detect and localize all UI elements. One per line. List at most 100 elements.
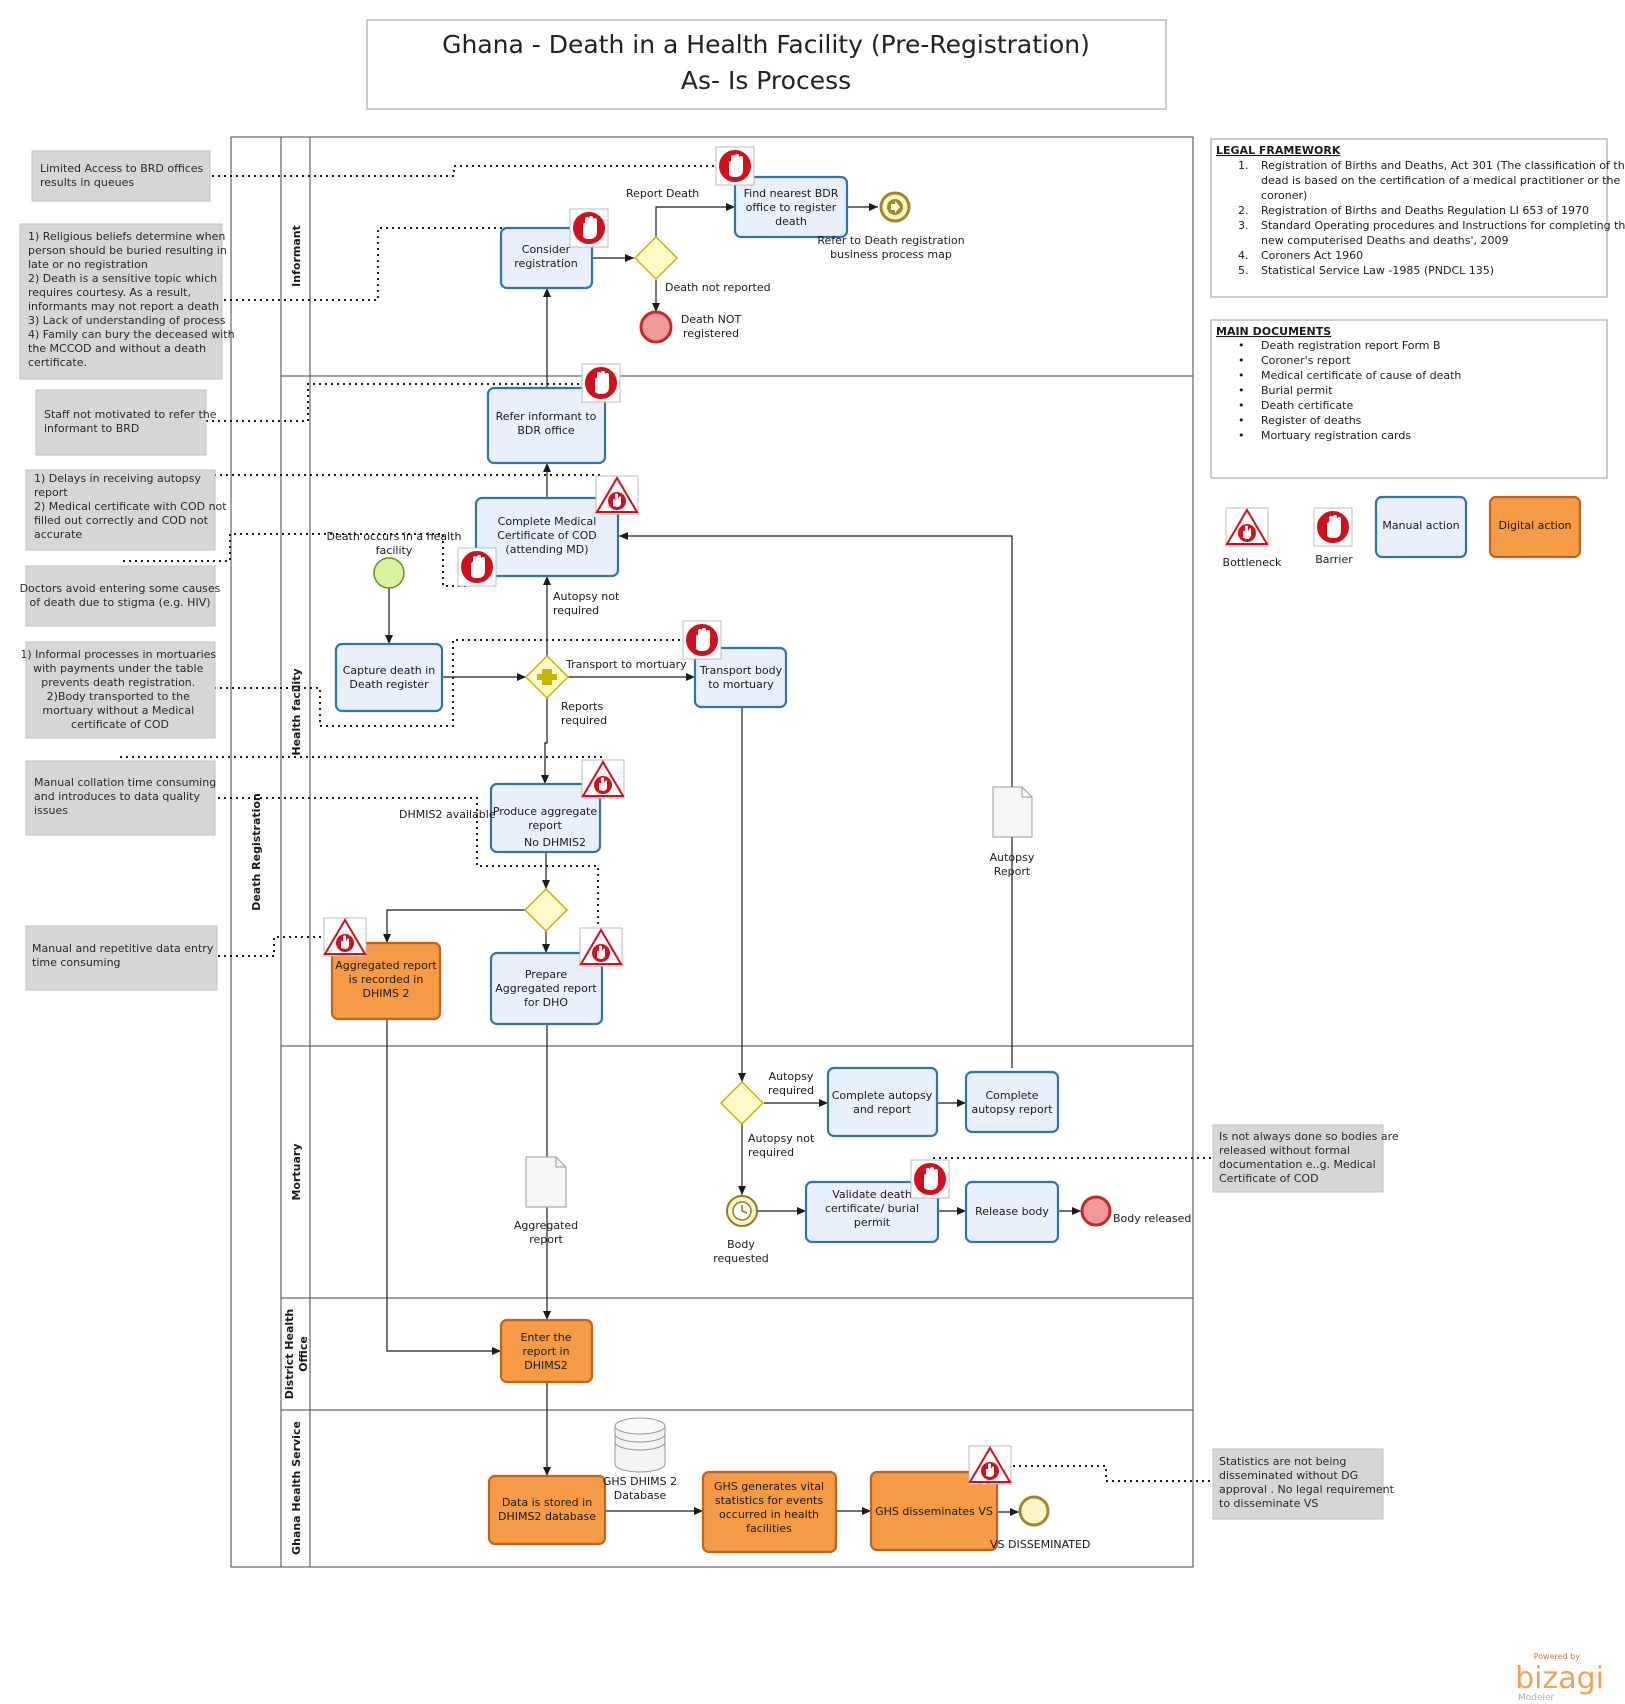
label-report-death: Report Death <box>626 187 699 200</box>
legal-framework-panel: LEGAL FRAMEWORK 1. Registration of Birth… <box>1210 138 1625 298</box>
no-dhmis2-label: No DHMIS2 <box>524 836 586 849</box>
legal-heading: LEGAL FRAMEWORK <box>1216 144 1341 157</box>
aggregated-report-document <box>525 1156 567 1208</box>
pool-label: Death Registration <box>250 793 263 911</box>
svg-text:Bottleneck: Bottleneck <box>1223 556 1283 569</box>
legend-bottleneck: Bottleneck <box>1223 507 1283 569</box>
svg-text:1) Religious beliefs determine: 1) Religious beliefs determine when pers… <box>28 230 238 369</box>
ghs-dhims2-database <box>614 1417 666 1473</box>
svg-text:5.: 5. <box>1238 264 1249 277</box>
svg-text:Registration of Births and Dea: Registration of Births and Deaths Regula… <box>1261 204 1589 217</box>
lane-label-mortuary: Mortuary <box>290 1143 303 1200</box>
svg-text:bizagi: bizagi <box>1515 1661 1604 1696</box>
lane-label-health-facility: Health facility <box>290 668 303 755</box>
pool: Death Registration Informant Health faci… <box>230 136 1194 1568</box>
svg-text:•: • <box>1238 429 1245 442</box>
svg-text:•: • <box>1238 399 1245 412</box>
legend: Bottleneck Barrier Manual action Digital… <box>1223 495 1582 569</box>
lane-label-dho-2: Office <box>297 1336 310 1372</box>
note-religious-beliefs: 1) Religious beliefs determine when pers… <box>19 223 238 380</box>
svg-text:Death certificate: Death certificate <box>1261 399 1353 412</box>
end-event-vs-disseminated <box>1018 1495 1050 1527</box>
note-manual-collation: Manual collation time consuming and intr… <box>25 760 220 836</box>
svg-text:Mortuary registration cards: Mortuary registration cards <box>1261 429 1411 442</box>
svg-text:Manual action: Manual action <box>1382 519 1459 532</box>
legend-manual-action: Manual action <box>1374 495 1468 559</box>
gateway-report-death <box>633 235 679 281</box>
svg-text:•: • <box>1238 369 1245 382</box>
svg-text:Registration of Births and Dea: Registration of Births and Deaths, Act 3… <box>1261 159 1625 202</box>
task-ghs-disseminates-vs[interactable]: GHS disseminates VS <box>869 1470 999 1552</box>
svg-text:3.: 3. <box>1238 219 1249 232</box>
svg-text:Release body: Release body <box>975 1205 1049 1218</box>
label-transport-to-mortuary: Transport to mortuary <box>565 658 687 671</box>
diagram-subtitle: As- Is Process <box>681 66 851 95</box>
barrier-icon <box>682 620 722 660</box>
svg-text:Death registration report Form: Death registration report Form B <box>1261 339 1441 352</box>
barrier-icon <box>715 146 755 186</box>
note-informal-processes: 1) Informal processes in mortuaries with… <box>20 641 216 739</box>
label-dhmis2-available: DHMIS2 available <box>399 808 496 821</box>
note-not-always-done: Is not always done so bodies are release… <box>1212 1124 1399 1193</box>
legend-barrier: Barrier <box>1313 507 1353 566</box>
bottleneck-icon <box>595 475 639 515</box>
svg-text:Standard Operating procedures: Standard Operating procedures and Instru… <box>1261 219 1625 247</box>
legend-digital-action: Digital action <box>1488 495 1582 559</box>
title-box <box>366 19 1167 110</box>
svg-text:Manual collation time consumin: Manual collation time consuming and intr… <box>34 776 220 817</box>
label-death-not-reported: Death not reported <box>665 281 771 294</box>
barrier-icon <box>569 208 609 248</box>
svg-text:Statistics are not being: Statistics are not being disseminated wi… <box>1219 1455 1397 1510</box>
end-event-not-registered <box>639 310 673 344</box>
svg-text:Powered by: Powered by <box>1534 1652 1581 1661</box>
bottleneck-icon <box>323 917 367 957</box>
task-release-body[interactable]: Release body <box>964 1180 1060 1244</box>
svg-text:•: • <box>1238 384 1245 397</box>
svg-text:Medical certificate of cause o: Medical certificate of cause of death <box>1261 369 1461 382</box>
gateway-autopsy <box>719 1080 765 1126</box>
svg-text:•: • <box>1238 354 1245 367</box>
note-delays-autopsy: 1) Delays in receiving autopsy report 2)… <box>25 469 227 551</box>
